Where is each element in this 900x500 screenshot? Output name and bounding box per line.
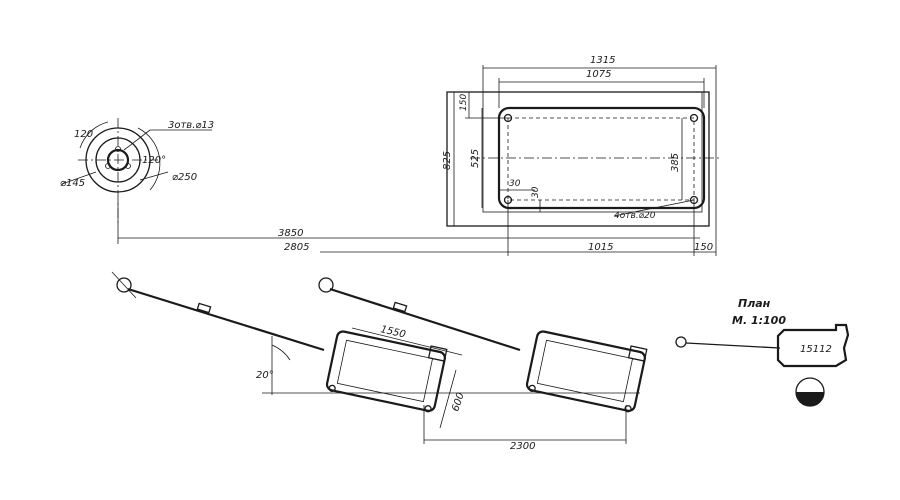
unit-left-body [325, 330, 446, 412]
dim-525-label: 525 [470, 149, 481, 168]
overall-dimensions: 3850 2805 1015 150 [117, 160, 717, 256]
dim-2300-label: 2300 [510, 441, 535, 452]
plan-cable [685, 342, 781, 349]
angle-arc-20 [271, 344, 291, 361]
cable-coupler [392, 301, 408, 313]
angle-arc-right [137, 127, 161, 191]
anchor-cross [111, 271, 137, 299]
anchor-ring [116, 277, 132, 293]
angle-left-label: 120 [74, 129, 93, 140]
dim-30-label: 30 [509, 179, 521, 189]
dim-1015-label: 1015 [588, 242, 613, 253]
unit-left-bracket [427, 345, 448, 362]
holes-callout: 3отв.⌀13 [168, 120, 214, 131]
base-plate-view: 1315 1075 825 150 525 385 30 30 4отв.⌀20 [442, 55, 720, 227]
dim-600-label: 600 [450, 391, 466, 413]
cable-right [329, 287, 521, 352]
unit-right-body [525, 330, 646, 412]
plan-unit-code: 15112 [800, 344, 832, 355]
dim-line-1550 [351, 327, 463, 356]
dia-outer-leader [139, 171, 169, 181]
unit-right-bolt [528, 384, 536, 392]
dim-1315-label: 1315 [590, 55, 615, 66]
plate-hole [689, 113, 699, 123]
angle-arc-left [79, 121, 109, 149]
unit-left-panel [336, 339, 434, 403]
dia-inner-leader [61, 171, 97, 185]
dia-outer-label: ⌀250 [172, 172, 197, 183]
flange-view: 120 3отв.⌀13 120° ⌀145 ⌀250 [60, 118, 214, 225]
plate-inner-outline [482, 91, 703, 213]
unit-left-bolt [328, 384, 336, 392]
flange-hole [105, 163, 111, 169]
unit-left [325, 330, 448, 413]
holes-leader [123, 129, 151, 151]
cable-left [127, 287, 325, 352]
plate-holes-callout: 4отв.⌀20 [614, 211, 656, 221]
unit-right [525, 330, 648, 413]
plan-view: План М. 1:100 15112 [675, 297, 850, 407]
dim-2805-label: 2805 [284, 242, 309, 253]
dia-inner-label: ⌀145 [60, 178, 85, 189]
dim-150-label: 150 [694, 242, 713, 253]
angle-20-label: 20° [256, 370, 274, 381]
dim-30-label: 30 [531, 186, 541, 198]
cable-coupler [196, 302, 212, 314]
unit-left-bolt [424, 405, 432, 413]
angle-right-label: 120° [142, 155, 166, 166]
unit-right-bracket [627, 345, 648, 362]
holes-leader [613, 199, 695, 217]
plan-anchor-circle [675, 336, 687, 348]
plan-title: План [738, 297, 771, 310]
dim-150-top-label: 150 [459, 94, 469, 111]
dim-3850-label: 3850 [278, 228, 303, 239]
dim-385-label: 385 [670, 153, 681, 172]
plan-scale: М. 1:100 [732, 314, 786, 327]
installation-view: 20° 1550 600 2300 [111, 271, 648, 452]
plan-section-fill [796, 392, 824, 406]
unit-right-bolt [624, 405, 632, 413]
flange-hole [125, 163, 131, 169]
dim-1075-label: 1075 [586, 69, 611, 80]
anchor-ring [318, 277, 334, 293]
flange-hole [115, 146, 121, 152]
unit-right-panel [536, 339, 634, 403]
dim-825-label: 825 [442, 151, 453, 170]
dim-line-600 [439, 369, 457, 429]
plan-unit-outline [776, 323, 850, 368]
plate-hole-pattern [507, 117, 695, 201]
